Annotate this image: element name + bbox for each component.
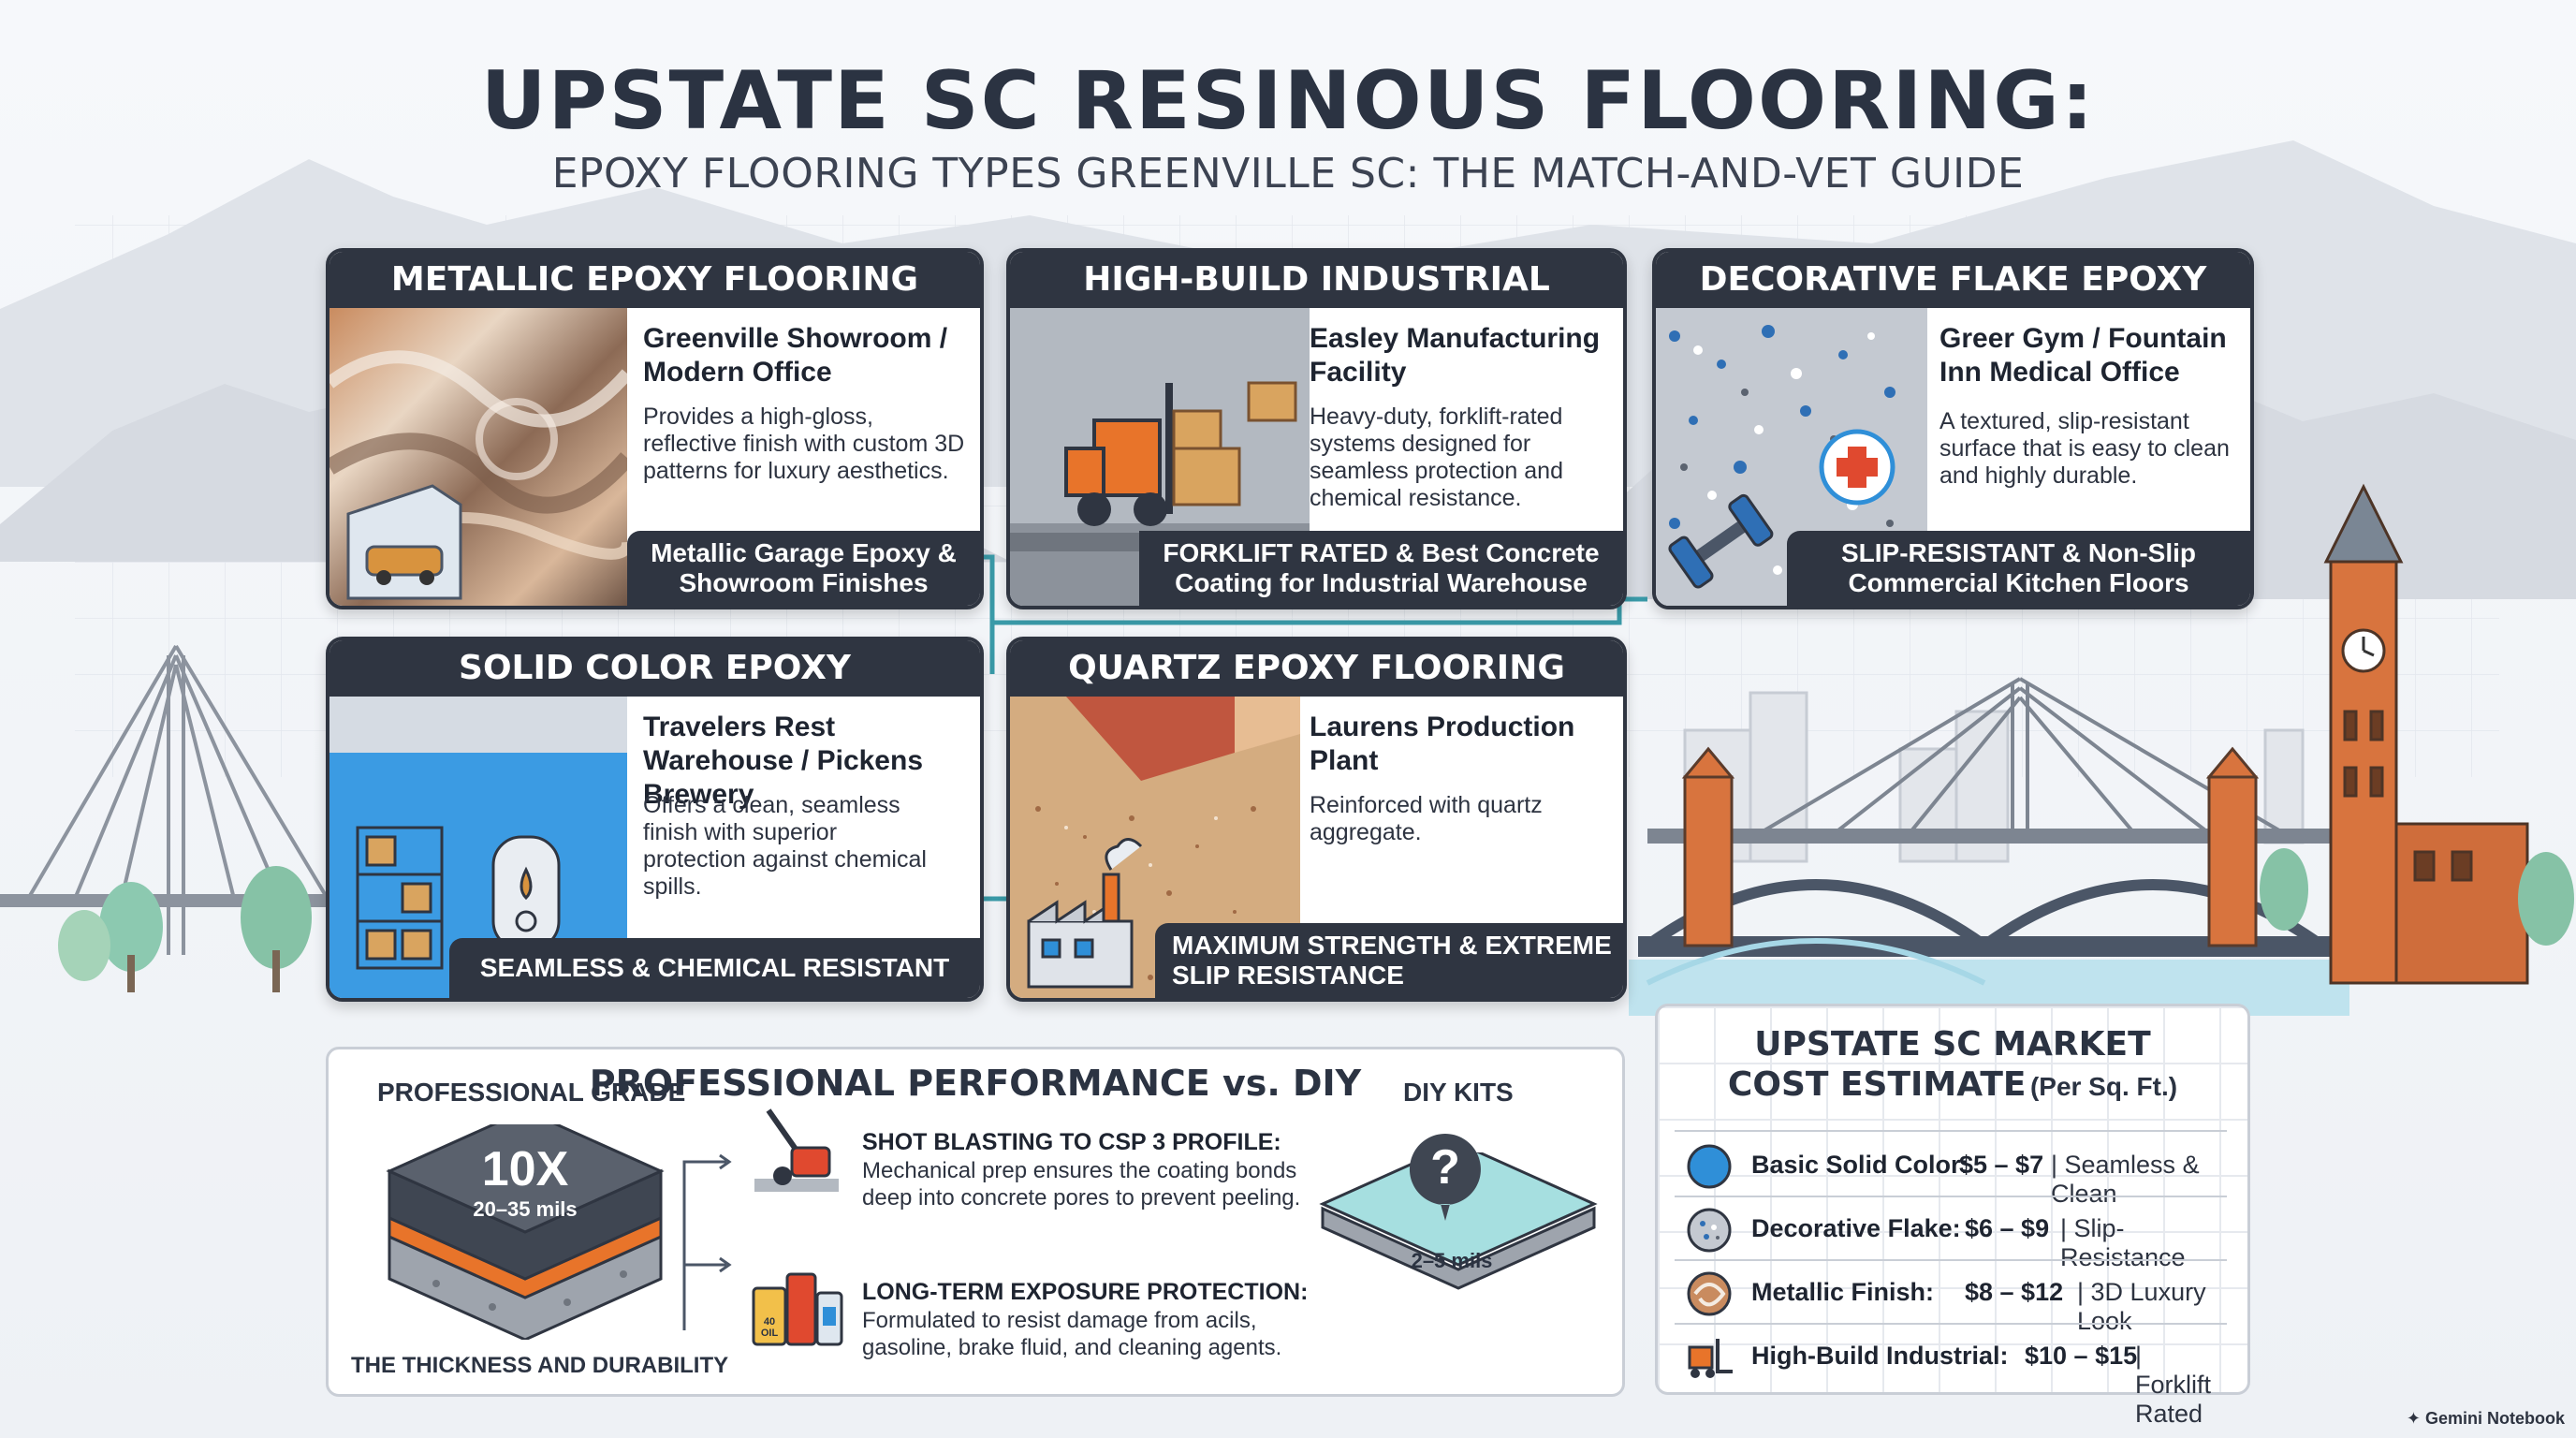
cost-name: Decorative Flake: (1751, 1214, 1961, 1242)
flake-circle-icon (1687, 1208, 1732, 1253)
card-description: A textured, slip-resistant surface that … (1939, 408, 2230, 489)
feature-description: Mechanical prep ensures the coating bond… (862, 1158, 1301, 1211)
cost-price: $10 – $15 (2025, 1342, 2138, 1370)
cost-name: Metallic Finish: (1751, 1278, 1935, 1306)
card-high-build-industrial: HIGH-BUILD INDUSTRIAL COATINGS Easley Ma… (1006, 248, 1627, 609)
cost-note: | 3D Luxury Look (2077, 1278, 2206, 1335)
oil-can-label: 40 OIL (760, 1316, 779, 1339)
card-solid-color: SOLID COLOR EPOXY Travelers Rest Warehou… (326, 637, 984, 1002)
feature-description: Formulated to resist damage from acils, … (862, 1308, 1282, 1360)
factory-icon (1027, 838, 1143, 989)
cost-row-solid: Basic Solid Color: $5 – $7 | Seamless & … (1658, 1137, 2219, 1208)
card-metallic-epoxy: METALLIC EPOXY FLOORING Greenville Showr… (326, 248, 984, 609)
sparkle-icon: ✦ (2406, 1409, 2421, 1428)
diy-thin-layer-icon (1319, 1152, 1598, 1290)
card-footer: Metallic Garage Epoxy & Showroom Finishe… (627, 531, 980, 606)
metallic-swirl-image (329, 308, 627, 606)
performance-panel: PROFESSIONAL PERFORMANCE vs. DIY PROFESS… (326, 1047, 1625, 1397)
pro-thickness: 20–35 mils (473, 1197, 578, 1221)
cost-note: | Seamless & Clean (2051, 1151, 2200, 1208)
card-description: Provides a high-gloss, reflective finish… (643, 404, 965, 484)
pro-grade-label: PROFESSIONAL GRADE (377, 1078, 686, 1107)
cost-title-line2-wrap: COST ESTIMATE (Per Sq. Ft.) (1658, 1065, 2247, 1104)
pro-layer-block-icon (386, 1124, 665, 1340)
diy-question-mark: ? (1430, 1140, 1460, 1195)
card-title: HIGH-BUILD INDUSTRIAL COATINGS (1010, 252, 1623, 355)
card-footer: SEAMLESS & CHEMICAL RESISTANT (449, 938, 980, 998)
brand-label: ✦ Gemini Notebook (2407, 1409, 2565, 1429)
forklift-icon (1064, 383, 1241, 526)
quartz-floor-image (1010, 697, 1300, 998)
card-location: Greer Gym / Fountain Inn Medical Office (1939, 323, 2227, 388)
card-description: Heavy-duty, forklift-rated systems desig… (1310, 404, 1563, 511)
card-location: Laurens Production Plant (1310, 712, 1575, 776)
card-footer: SLIP-RESISTANT & Non-Slip Commercial Kit… (1787, 531, 2250, 606)
warehouse-brewery-image (329, 697, 627, 998)
cost-title-line1: UPSTATE SC MARKET (1754, 1025, 2151, 1064)
cost-row-flake: Decorative Flake: $6 – $9 | Slip-Resista… (1658, 1201, 2219, 1271)
cost-price: $6 – $9 (1965, 1214, 2050, 1242)
cost-note: | Slip-Resistance (2060, 1214, 2186, 1271)
dumbbell-icon (1668, 493, 1774, 589)
cost-title-unit: (Per Sq. Ft.) (2029, 1072, 2178, 1101)
card-title: METALLIC EPOXY FLOORING (329, 252, 980, 308)
card-title: QUARTZ EPOXY FLOORING (1010, 640, 1623, 697)
medical-cross-icon (1819, 429, 1895, 506)
feature-arrows (682, 1153, 732, 1330)
card-title: SOLID COLOR EPOXY (329, 640, 980, 697)
card-title: DECORATIVE FLAKE EPOXY (1656, 252, 2250, 308)
card-description: Offers a clean, seamless finish with sup… (643, 792, 927, 900)
cost-note: | Forklift Rated (2135, 1342, 2211, 1428)
card-description: Reinforced with quartz aggregate. (1310, 792, 1543, 845)
diy-thickness: 2–5 mils (1411, 1249, 1493, 1272)
card-location: Greenville Showroom / Modern Office (643, 323, 948, 388)
pro-caption: THE THICKNESS AND DURABILITY (351, 1353, 729, 1378)
shelving-icon (356, 826, 444, 970)
question-bubble-icon (1409, 1134, 1481, 1221)
cost-row-industrial: High-Build Industrial: $10 – $15 | Forkl… (1658, 1328, 2219, 1428)
metallic-swirl-icon (1687, 1271, 1732, 1316)
cost-price: $8 – $12 (1965, 1278, 2064, 1306)
blue-circle-icon (1687, 1144, 1732, 1189)
card-footer: MAXIMUM STRENGTH & EXTREME SLIP RESISTAN… (1155, 923, 1623, 998)
chemical-containers-icon (752, 1272, 843, 1346)
card-quartz-epoxy: QUARTZ EPOXY FLOORING Laurens Production… (1006, 637, 1627, 1002)
cost-estimate-panel: UPSTATE SC MARKET COST ESTIMATE (Per Sq.… (1655, 1004, 2250, 1428)
diy-label: DIY KITS (1403, 1078, 1514, 1107)
cost-name: High-Build Industrial: (1751, 1342, 2009, 1370)
page-title: UPSTATE SC RESINOUS FLOORING: (480, 54, 2096, 148)
forklift-icon (1688, 1339, 1733, 1378)
card-location: Travelers Rest Warehouse / Pickens Brewe… (643, 712, 924, 810)
cost-name: Basic Solid Color: (1751, 1151, 1969, 1179)
feature-title: LONG-TERM EXPOSURE PROTECTION: (862, 1279, 1309, 1305)
pro-multiplier: 10X (481, 1142, 569, 1196)
cost-price: $5 – $7 (1959, 1151, 2044, 1179)
card-decorative-flake: DECORATIVE FLAKE EPOXY Greer Gym / Fount… (1652, 248, 2254, 609)
cost-title-line2: COST ESTIMATE (1727, 1065, 2027, 1104)
card-location: Easley Manufacturing Facility (1310, 323, 1601, 388)
page-subtitle: EPOXY FLOORING TYPES GREENVILLE SC: THE … (551, 150, 2025, 198)
performance-title: PROFESSIONAL PERFORMANCE vs. DIY (589, 1063, 1362, 1104)
card-footer: FORKLIFT RATED & Best Concrete Coating f… (1139, 531, 1623, 606)
cost-row-metallic: Metallic Finish: $8 – $12 | 3D Luxury Lo… (1658, 1265, 2219, 1335)
feature-title: SHOT BLASTING TO CSP 3 PROFILE: (862, 1129, 1281, 1155)
shot-blaster-icon (754, 1108, 839, 1192)
showroom-car-icon (346, 484, 462, 600)
brand-text: Gemini Notebook (2424, 1409, 2565, 1428)
